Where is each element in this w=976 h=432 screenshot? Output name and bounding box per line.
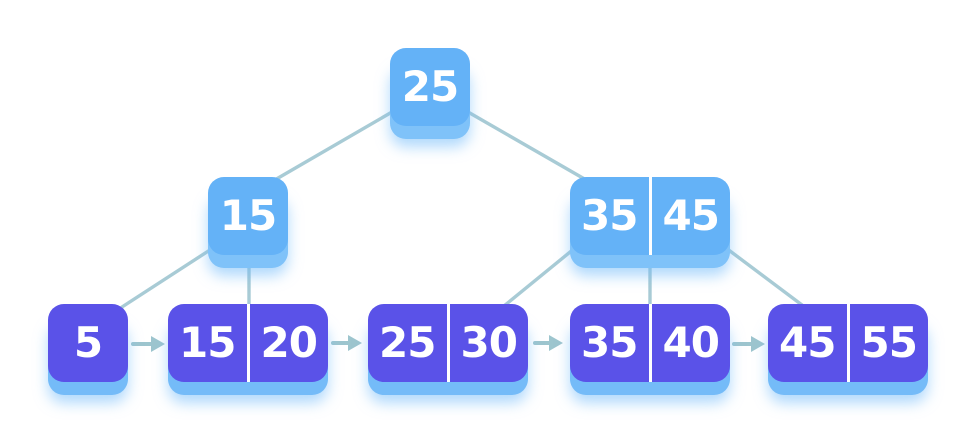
arrowhead-icon bbox=[151, 336, 165, 352]
leaf-link-arrows bbox=[131, 335, 765, 352]
root-node-25: 25 bbox=[390, 48, 470, 139]
leaf-node-15-20: 15 20 bbox=[168, 304, 329, 395]
node-key: 35 bbox=[581, 318, 638, 367]
node-key: 25 bbox=[401, 62, 459, 111]
leaf-node-25-30: 25 30 bbox=[368, 304, 529, 395]
node-key: 40 bbox=[648, 304, 731, 382]
edge-15-to-leaf5 bbox=[120, 246, 215, 309]
edge-root-to-3545 bbox=[466, 110, 590, 183]
node-key: 55 bbox=[846, 304, 929, 382]
node-key: 5 bbox=[73, 318, 103, 367]
internal-node-15: 15 bbox=[208, 177, 288, 268]
internal-node-35-45: 35 45 bbox=[570, 177, 731, 268]
edge-3545-to-leaf4555 bbox=[724, 246, 804, 307]
node-key: 25 bbox=[379, 318, 436, 367]
node-key: 45 bbox=[779, 318, 836, 367]
edge-3545-to-leaf2530 bbox=[502, 246, 577, 308]
node-key: 45 bbox=[648, 177, 731, 255]
node-key: 20 bbox=[246, 304, 329, 382]
node-key: 15 bbox=[219, 191, 277, 240]
arrowhead-icon bbox=[348, 335, 362, 351]
node-key: 35 bbox=[581, 191, 638, 240]
leaf-node-35-40: 35 40 bbox=[570, 304, 731, 395]
edge-root-to-15 bbox=[271, 110, 394, 183]
node-key: 15 bbox=[179, 318, 236, 367]
leaf-node-45-55: 45 55 bbox=[768, 304, 929, 395]
arrowhead-icon bbox=[549, 335, 563, 351]
leaf-node-5: 5 bbox=[48, 304, 128, 395]
node-key: 30 bbox=[446, 304, 529, 382]
arrowhead-icon bbox=[751, 336, 765, 352]
